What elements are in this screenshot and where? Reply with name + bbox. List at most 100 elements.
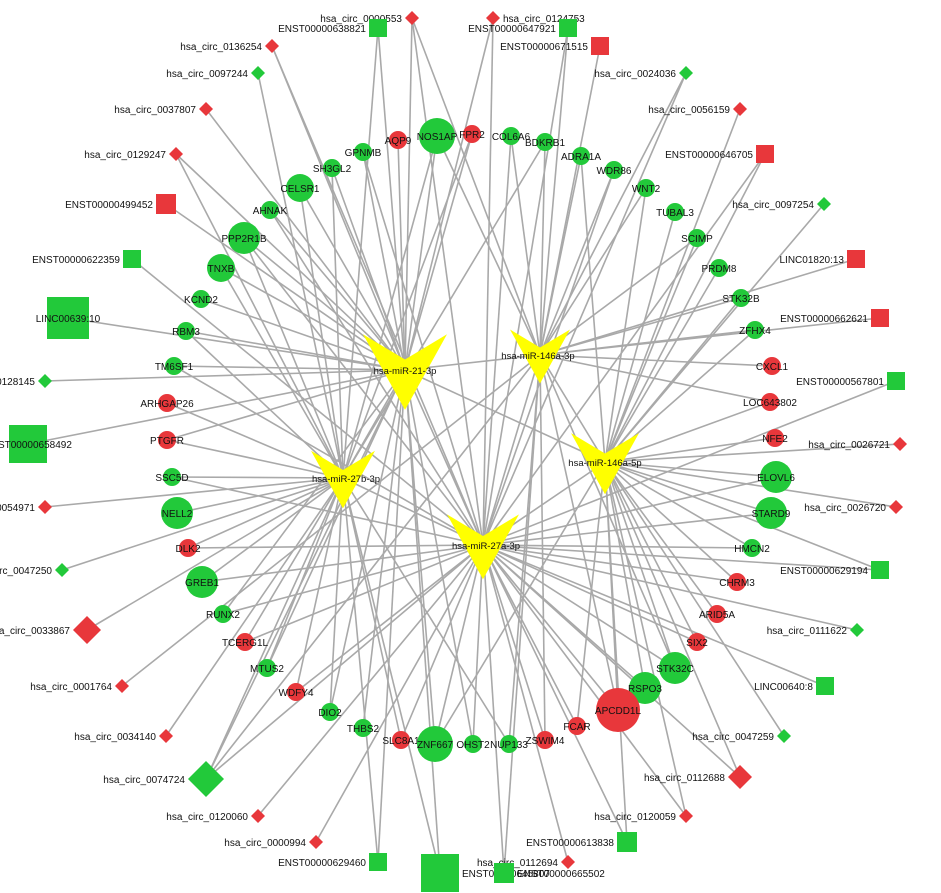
node-label: TNXB	[208, 264, 235, 275]
node-label: PTGFR	[150, 436, 184, 447]
edge	[604, 461, 741, 778]
node-label: hsa_circ_0033867	[0, 626, 70, 637]
network-node	[228, 222, 260, 254]
edge	[166, 402, 344, 479]
network-node	[9, 425, 47, 463]
edge	[604, 461, 772, 514]
edge	[185, 330, 344, 479]
network-node	[746, 321, 764, 339]
edge	[44, 477, 344, 508]
edge	[604, 461, 785, 737]
node-label: ENST00000662621	[780, 314, 868, 325]
node-label: ENST00000665502	[517, 869, 605, 880]
node-label: hsa_circ_0097244	[166, 69, 248, 80]
node-label: RSPO3	[628, 684, 662, 695]
edge	[482, 17, 494, 546]
edge	[400, 544, 484, 741]
edge	[299, 187, 344, 479]
node-label: ZSWIM4	[526, 736, 565, 747]
edge	[171, 476, 344, 479]
node-label: hsa_circ_0112694	[477, 858, 558, 869]
network-node	[500, 735, 518, 753]
node-label: hsa_circ_0026721	[808, 440, 890, 451]
network-node	[192, 290, 210, 308]
node-label: ENST00000638821	[278, 24, 366, 35]
edge	[604, 461, 687, 817]
edge	[175, 153, 406, 371]
node-label: RBM3	[172, 327, 200, 338]
node-label: hsa_circ_0124753	[503, 14, 585, 25]
edge	[539, 169, 615, 356]
node-label: HMCN2	[734, 544, 770, 555]
network-node	[816, 677, 834, 695]
node-label: COL6A6	[492, 132, 531, 143]
network-node	[591, 37, 609, 55]
network-node	[756, 145, 774, 163]
edge	[482, 544, 826, 687]
edge	[604, 461, 619, 711]
node-label: LOC643802	[743, 398, 797, 409]
network-node	[572, 147, 590, 165]
network-node	[323, 159, 341, 177]
edge	[539, 354, 619, 711]
network-node	[755, 497, 787, 529]
edge	[539, 258, 857, 356]
mirna-label: hsa-miR-27b-3p	[312, 474, 380, 485]
edge	[482, 544, 698, 643]
node-label: THBS2	[347, 724, 380, 735]
node-label: hsa_circ_0120059	[594, 812, 676, 823]
network-node	[158, 431, 176, 449]
mirna-node	[510, 329, 570, 384]
network-node	[871, 309, 889, 327]
edge	[482, 544, 578, 727]
node-label: WDR86	[596, 166, 631, 177]
edge	[604, 237, 698, 463]
node-label: STARD9	[752, 509, 791, 520]
network-node	[893, 437, 907, 451]
edge	[185, 330, 406, 371]
edge	[165, 477, 344, 737]
node-label: hsa_circ_0047250	[0, 566, 52, 577]
mirna-node	[311, 450, 375, 509]
network-node	[286, 174, 314, 202]
network-node	[169, 147, 183, 161]
network-node	[287, 683, 305, 701]
edge	[604, 187, 647, 463]
node-label: hsa_circ_0056159	[648, 105, 730, 116]
network-node	[666, 203, 684, 221]
node-label: hsa_circ_0112688	[644, 773, 725, 784]
network-node	[688, 229, 706, 247]
network-node	[777, 729, 791, 743]
network-node	[161, 497, 193, 529]
node-label: ZFHX4	[739, 326, 771, 337]
network-node	[486, 11, 500, 25]
edge	[362, 151, 484, 546]
edge	[604, 461, 698, 643]
edge	[61, 477, 344, 571]
mirna-label: hsa-miR-21-3p	[374, 366, 437, 377]
node-label: GREB1	[185, 578, 219, 589]
network-node	[889, 500, 903, 514]
edge	[404, 17, 413, 371]
network-node	[309, 835, 323, 849]
edge	[175, 153, 344, 479]
node-label: ENST00000646705	[665, 150, 753, 161]
edge	[482, 544, 546, 741]
node-label: hsa_circ_0037807	[114, 105, 196, 116]
edge	[539, 329, 756, 356]
edge	[331, 167, 406, 371]
edge	[244, 477, 344, 643]
node-label: hsa_circ_0128145	[0, 377, 35, 388]
edge	[604, 461, 646, 689]
network-node	[258, 659, 276, 677]
network-node	[251, 809, 265, 823]
node-label: GPNMB	[345, 148, 382, 159]
edge	[472, 544, 484, 745]
node-label: ENST00000629194	[780, 566, 868, 577]
node-label: ENST00000499452	[65, 200, 153, 211]
node-label: PPP2R1B	[221, 234, 266, 245]
node-label: OHST2	[456, 740, 490, 751]
network-node	[743, 539, 761, 557]
edge	[604, 461, 753, 549]
